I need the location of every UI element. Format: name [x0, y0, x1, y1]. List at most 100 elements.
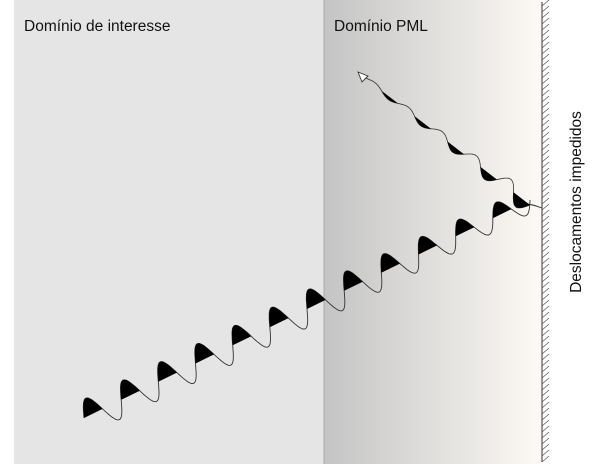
wave-lobe: [455, 219, 475, 237]
hatch-mark: [541, 365, 550, 373]
wave-lobe: [157, 361, 177, 382]
hatch-mark: [541, 5, 550, 13]
hatch-mark: [541, 41, 550, 49]
hatch-mark: [541, 35, 550, 43]
hatch-mark: [541, 101, 550, 109]
hatch-mark: [541, 455, 550, 463]
hatch-mark: [541, 251, 550, 259]
hatch-mark: [541, 287, 550, 295]
hatch-mark: [541, 161, 550, 169]
wave-lobe: [306, 288, 326, 309]
wave-lobe: [343, 270, 363, 291]
hatch-mark: [541, 89, 550, 97]
hatch-mark: [541, 155, 550, 163]
hatch-mark: [541, 185, 550, 193]
hatch-mark: [541, 119, 550, 127]
label-fixed-boundary: Deslocamentos impedidos: [568, 111, 585, 293]
hatch-mark: [541, 131, 550, 139]
hatch-mark: [541, 353, 550, 361]
wave-lobe: [492, 201, 512, 219]
hatch-mark: [541, 167, 550, 175]
hatch-mark: [541, 335, 550, 343]
hatch-mark: [541, 425, 550, 433]
hatch-mark: [541, 419, 550, 427]
hatch-mark: [541, 23, 550, 31]
hatch-mark: [541, 209, 550, 217]
hatch-mark: [541, 59, 550, 67]
hatch-mark: [541, 239, 550, 247]
hatch-mark: [541, 407, 550, 415]
label-domain-interest: Domínio de interesse: [24, 18, 170, 35]
hatch-mark: [541, 437, 550, 445]
hatch-mark: [541, 215, 550, 223]
hatch-mark: [541, 347, 550, 355]
wave-lobe: [513, 192, 530, 208]
hatch-mark: [541, 245, 550, 253]
hatch-mark: [541, 95, 550, 103]
hatch-mark: [541, 275, 550, 283]
hatch-mark: [541, 269, 550, 277]
hatch-mark: [541, 257, 550, 265]
hatch-mark: [541, 53, 550, 61]
hatch-mark: [541, 395, 550, 403]
wave-lobe: [381, 90, 398, 104]
wave-lobe: [480, 166, 497, 181]
hatch-mark: [541, 149, 550, 157]
hatch-mark: [541, 77, 550, 85]
hatch-mark: [541, 83, 550, 91]
hatch-mark: [541, 233, 550, 241]
hatch-mark: [541, 179, 550, 187]
hatch-mark: [541, 173, 550, 181]
hatch-mark: [541, 383, 550, 391]
hatch-mark: [541, 191, 550, 199]
hatch-mark: [541, 221, 550, 229]
wave-lobe: [194, 343, 215, 364]
wave-lobe: [380, 253, 400, 273]
hatch-mark: [541, 293, 550, 301]
fixed-wall: [541, 0, 550, 463]
hatch-mark: [541, 329, 550, 337]
wave-lobe: [120, 379, 140, 400]
hatch-mark: [541, 71, 550, 79]
hatch-mark: [541, 29, 550, 37]
hatch-mark: [541, 401, 550, 409]
reflected-wave-lobes: [381, 90, 530, 208]
hatch-mark: [541, 371, 550, 379]
hatch-mark: [541, 227, 550, 235]
hatch-mark: [541, 389, 550, 397]
hatch-mark: [541, 263, 550, 271]
wave-lobe: [447, 141, 464, 155]
hatch-mark: [541, 359, 550, 367]
hatch-mark: [541, 431, 550, 439]
hatch-mark: [541, 125, 550, 133]
hatch-mark: [541, 47, 550, 55]
interest-domain-region: [14, 0, 324, 464]
hatch-mark: [541, 143, 550, 151]
hatch-mark: [541, 299, 550, 307]
hatch-mark: [541, 317, 550, 325]
hatch-mark: [541, 323, 550, 331]
hatch-mark: [541, 197, 550, 205]
incident-wave: [82, 199, 543, 421]
hatch-mark: [541, 443, 550, 451]
incident-wave-lobes: [83, 201, 512, 418]
reflected-wave: [357, 71, 531, 209]
arrowhead-icon: [357, 71, 369, 83]
hatch-mark: [541, 17, 550, 25]
hatch-mark: [541, 11, 550, 19]
hatch-mark: [541, 281, 550, 289]
hatch-mark: [541, 203, 550, 211]
label-domain-pml: Domínio PML: [334, 18, 428, 35]
hatch-mark: [541, 449, 550, 457]
hatch-mark: [541, 137, 550, 145]
hatch-mark: [541, 413, 550, 421]
hatch-mark: [541, 0, 550, 7]
hatch-mark: [541, 107, 550, 115]
hatch-mark: [541, 311, 550, 319]
wave-lobe: [414, 116, 431, 129]
wave-lobe: [418, 236, 438, 255]
wave-lobe: [83, 397, 103, 418]
hatch-mark: [541, 377, 550, 385]
wave-lobe: [232, 325, 252, 346]
